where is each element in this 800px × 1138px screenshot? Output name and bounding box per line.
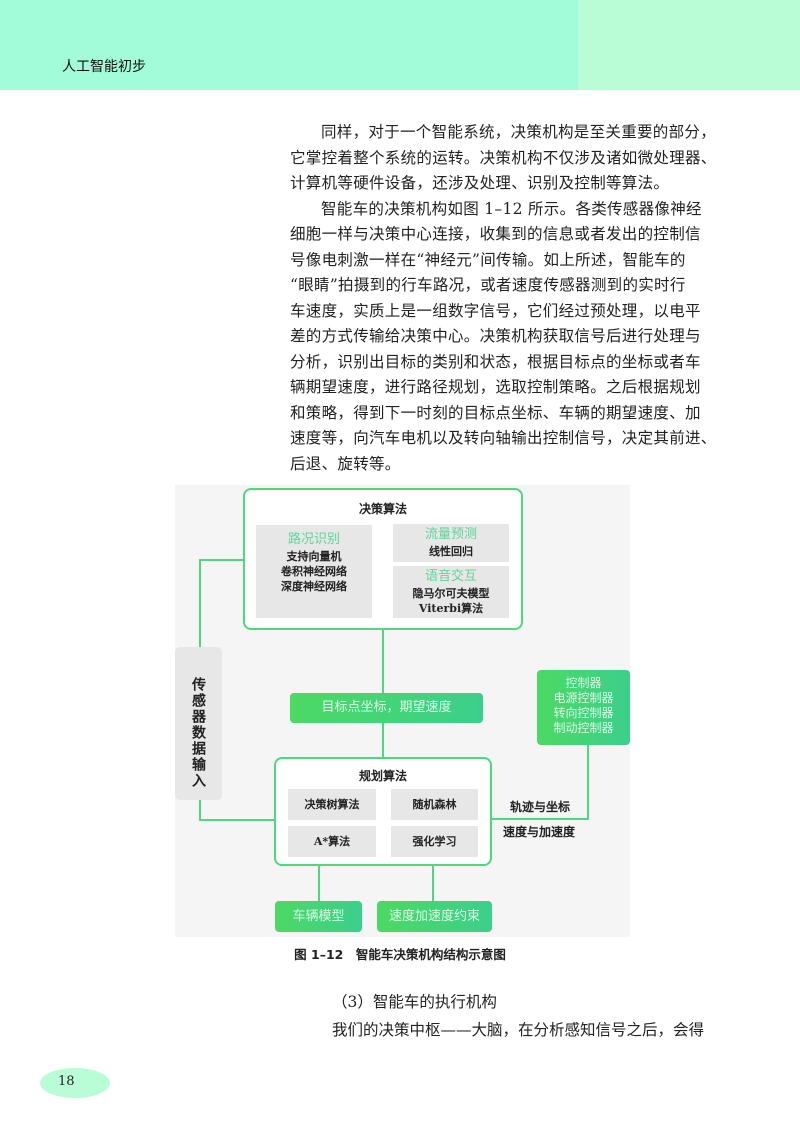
book-title: 人工智能初步 xyxy=(62,59,146,75)
planning-title: 规划算法 xyxy=(358,769,407,783)
text-line: “眼睛”拍摄到的行车路况，或者速度传感器测到的实时行 xyxy=(290,276,686,294)
text-line: 差的方式传输给决策中心。决策机构获取信号后进行处理与 xyxy=(290,327,701,345)
road-recognition-box: 路况识别 支持向量机 卷积神经网络 深度神经网络 xyxy=(256,525,372,618)
section-heading: （3）智能车的执行机构 xyxy=(332,993,497,1011)
item: 电源控制器 xyxy=(553,691,614,705)
planning-item: 随机森林 xyxy=(391,789,478,820)
page-header: 人工智能初步 xyxy=(0,0,800,90)
connector xyxy=(199,800,201,820)
figure-caption: 图 1–12 智能车决策机构结构示意图 xyxy=(294,947,506,962)
sensor-input-box: 传感器数据输入 xyxy=(175,647,222,800)
road-head: 路况识别 xyxy=(287,532,340,547)
flow-head: 流量预测 xyxy=(424,527,477,542)
text-line: 分析，识别出目标的类别和状态，根据目标点的坐标或者车 xyxy=(290,352,701,371)
connector xyxy=(492,818,588,820)
item: 支持向量机 xyxy=(286,550,342,563)
item: 线性回归 xyxy=(429,545,473,558)
text-line: 它掌控着整个系统的运转。决策机构不仅涉及诸如微处理器、 xyxy=(290,148,717,167)
text-line: 辆期望速度，进行路径规划，选取控制策略。之后根据规划 xyxy=(290,378,701,396)
item: 制动控制器 xyxy=(553,721,614,735)
planning-item: A*算法 xyxy=(288,826,376,857)
item: 深度神经网络 xyxy=(281,580,347,593)
connector xyxy=(382,723,384,757)
text-line: 车速度，实质上是一组数字信号，它们经过预处理，以电平 xyxy=(290,301,701,320)
constraint-box: 速度加速度约束 xyxy=(377,901,492,932)
controller-box: 控制器 电源控制器 转向控制器 制动控制器 xyxy=(537,670,630,745)
vehicle-model-box: 车辆模型 xyxy=(275,901,362,932)
voice-interaction-box: 语音交互 隐马尔可夫模型 Viterbi算法 xyxy=(393,566,509,618)
text-line: 同样，对于一个智能系统，决策机构是至关重要的部分， xyxy=(321,123,717,141)
text-line: 我们的决策中枢——大脑，在分析感知信号之后，会得 xyxy=(332,1021,705,1039)
text-line: 号像电刺激一样在“神经元”间传输。如上所述，智能车的 xyxy=(290,250,686,269)
connector xyxy=(587,745,589,820)
text-line: 后退、旋转等。 xyxy=(290,454,401,473)
body-text: 同样，对于一个智能系统，决策机构是至关重要的部分， 它掌控着整个系统的运转。决策… xyxy=(290,120,730,477)
output-label: 轨迹与坐标 xyxy=(510,800,571,814)
item: 隐马尔可夫模型 xyxy=(412,587,490,600)
text-line: 计算机等硬件设备，还涉及处理、识别及控制等算法。 xyxy=(290,174,670,192)
target-box: 目标点坐标，期望速度 xyxy=(290,693,483,723)
planning-item: 强化学习 xyxy=(391,826,478,857)
text-line: 速度等，向汽车电机以及转向轴输出控制信号，决定其前进、 xyxy=(290,429,717,447)
text-line: 细胞一样与决策中心连接，收集到的信息或者发出的控制信 xyxy=(290,225,701,243)
item: 转向控制器 xyxy=(553,706,614,720)
header-band xyxy=(578,0,800,90)
page-number: 18 xyxy=(40,1068,110,1098)
item: 控制器 xyxy=(565,676,602,690)
output-label: 速度与加速度 xyxy=(503,825,576,839)
flow-prediction-box: 流量预测 线性回归 xyxy=(393,524,509,562)
text-line: 智能车的决策机构如图 1–12 所示。各类传感器像神经 xyxy=(321,199,702,218)
voice-head: 语音交互 xyxy=(424,569,477,584)
connector xyxy=(432,866,434,901)
text-line: 和策略，得到下一时刻的目标点坐标、车辆的期望速度、加 xyxy=(290,403,701,422)
decision-title: 决策算法 xyxy=(358,502,407,516)
item: 卷积神经网络 xyxy=(281,565,347,578)
planning-item: 决策树算法 xyxy=(288,789,376,820)
connector xyxy=(199,559,243,561)
connector xyxy=(199,819,274,821)
connector xyxy=(382,630,384,693)
item: Viterbi算法 xyxy=(418,602,484,615)
connector xyxy=(318,866,320,901)
connector xyxy=(199,559,201,647)
